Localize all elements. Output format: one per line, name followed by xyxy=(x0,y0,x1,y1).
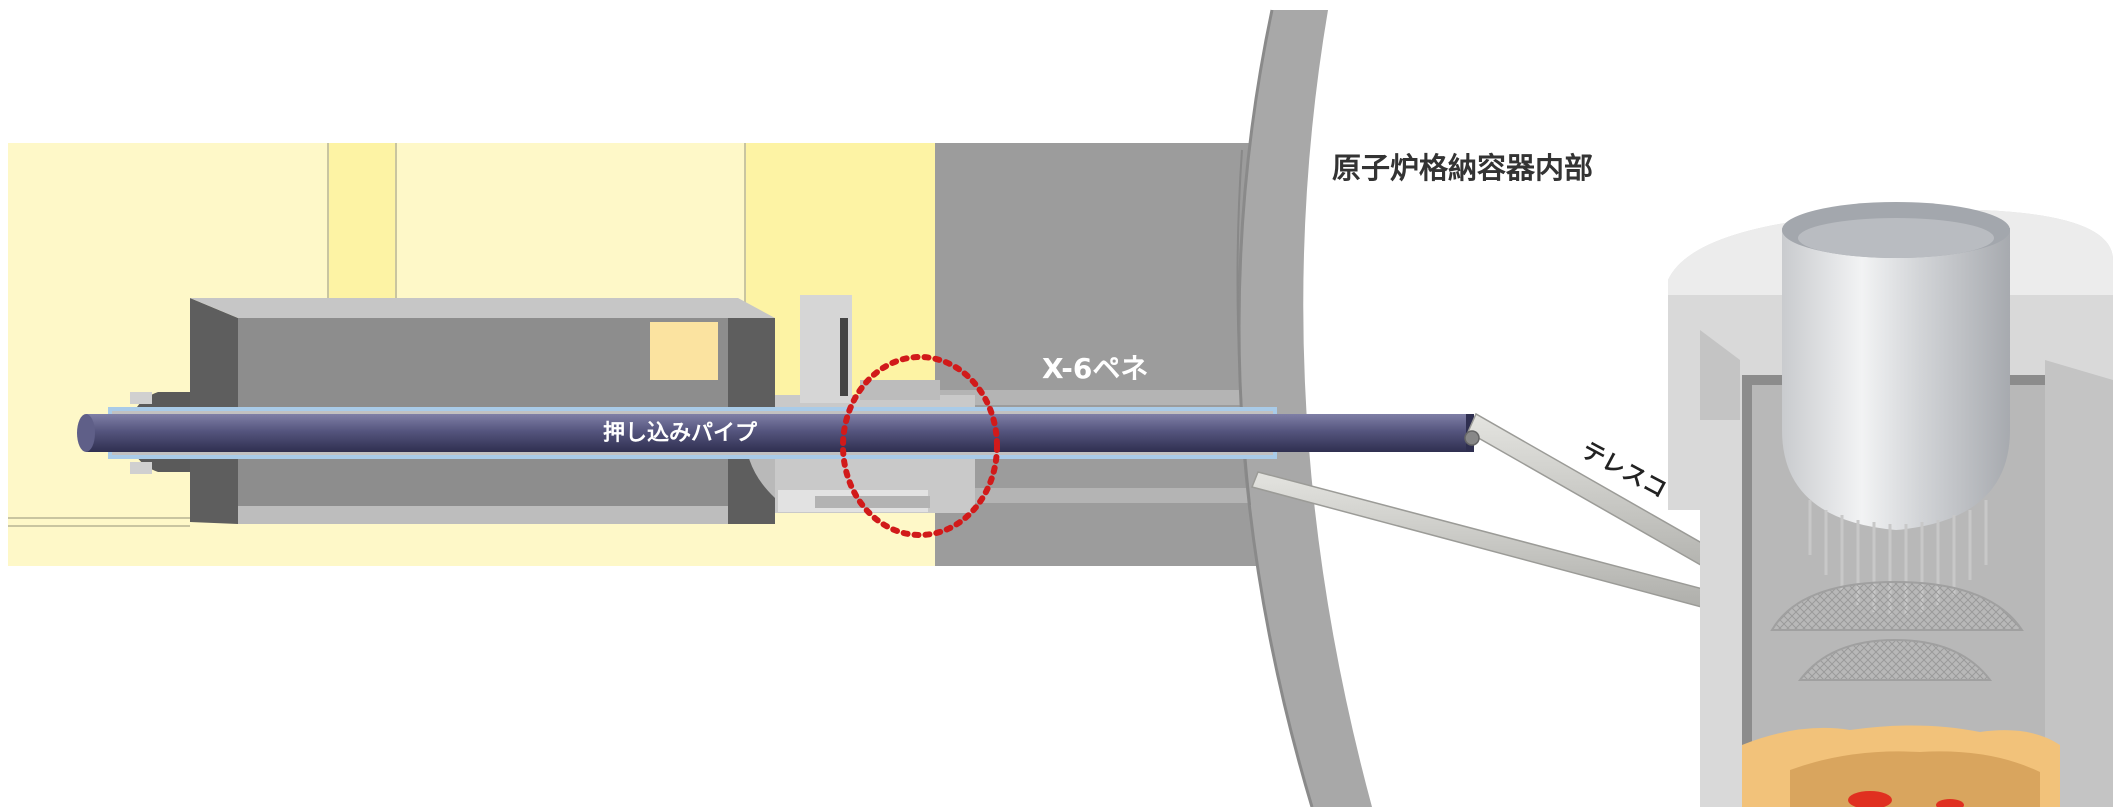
x6-penetration-area xyxy=(935,143,1270,566)
push-pipe-label: 押し込みパイプ xyxy=(603,420,758,446)
penetration-label: X-6ペネ xyxy=(1042,352,1148,385)
push-pipe: 押し込みパイプ xyxy=(77,414,1474,452)
reactor-pedestal xyxy=(1668,202,2113,807)
containment-interior-label: 原子炉格納容器内部 xyxy=(1332,151,1593,185)
highlight-circle-icon xyxy=(840,354,1000,538)
containment-vessel-wall xyxy=(1239,10,1372,807)
